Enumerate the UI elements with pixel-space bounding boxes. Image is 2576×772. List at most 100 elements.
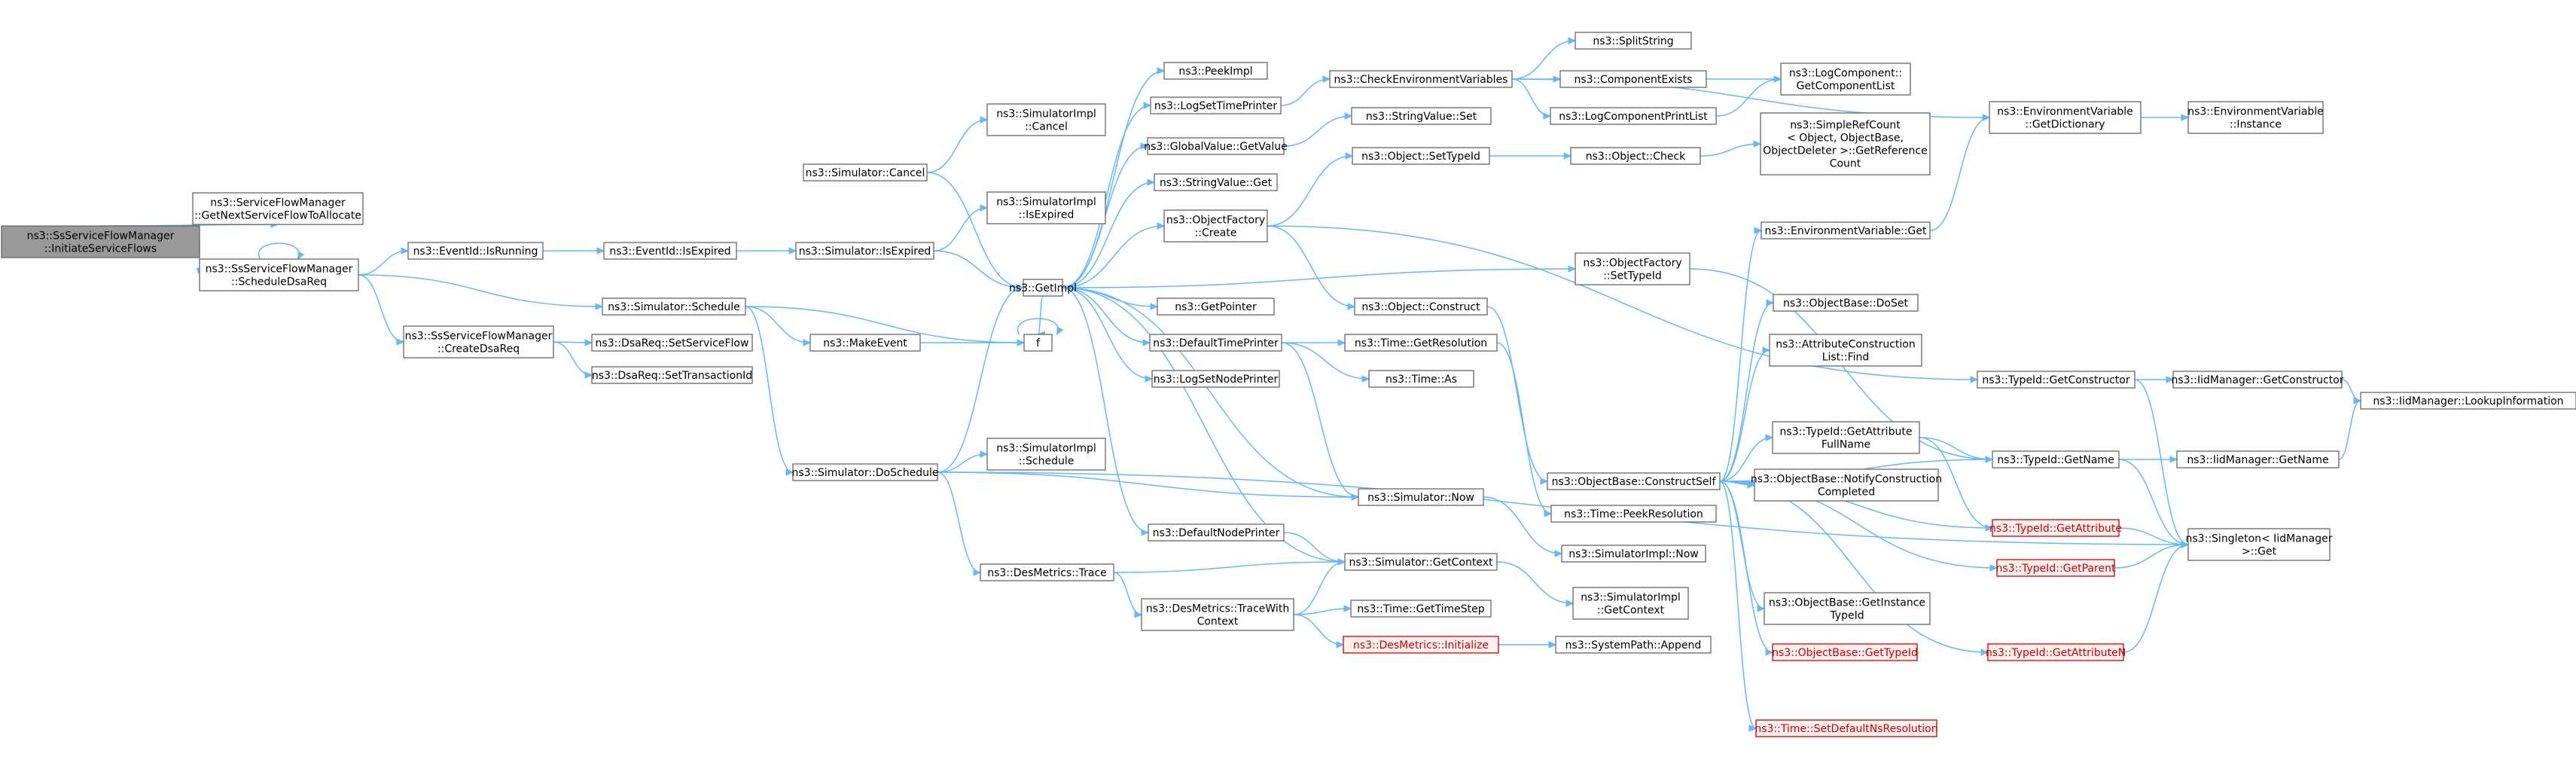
node-defnp[interactable]: ns3::DefaultNodePrinter	[1148, 523, 1285, 542]
node-box	[1769, 334, 1922, 367]
node-tidgetattr[interactable]: ns3::TypeId::GetAttribute	[1989, 519, 2122, 537]
node-desmtrace[interactable]: ns3::DesMetrics::Trace	[980, 563, 1114, 581]
node-compexists[interactable]: ns3::ComponentExists	[1559, 70, 1707, 88]
node-obgettid[interactable]: ns3::ObjectBase::GetTypeId	[1772, 643, 1918, 661]
node-evexp[interactable]: ns3::EventId::IsExpired	[603, 242, 737, 260]
node-simcancel[interactable]: ns3::Simulator::Cancel	[803, 163, 928, 182]
node-label: ns3::Time::As	[1386, 374, 1457, 386]
node-objcheck[interactable]: ns3::Object::Check	[1570, 147, 1701, 165]
node-simimplnow[interactable]: ns3::SimulatorImpl::Now	[1561, 545, 1706, 563]
node-evrun[interactable]: ns3::EventId::IsRunning	[407, 242, 544, 260]
node-settid[interactable]: ns3::DsaReq::SetTransactionId	[591, 366, 753, 384]
node-envgetdict[interactable]: ns3::EnvironmentVariable::GetDictionary	[1989, 101, 2142, 134]
edge-gvget-to-svset	[1283, 112, 1353, 147]
edge-deftp-to-simnow	[1281, 342, 1360, 501]
node-label: ns3::Object::Check	[1586, 151, 1686, 163]
node-tidgetparent[interactable]: ns3::TypeId::GetParent	[1996, 559, 2116, 577]
edge-f-to-f	[1017, 318, 1064, 336]
node-box	[1547, 472, 1721, 490]
node-objsettid[interactable]: ns3::Object::SetTypeId	[1352, 147, 1490, 165]
node-box	[1150, 96, 1282, 114]
node-envinst[interactable]: ns3::EnvironmentVariable::Instance	[2187, 101, 2324, 134]
node-timesetdnr[interactable]: ns3::Time::SetDefaultNsResolution	[1754, 719, 1938, 737]
node-logsettp[interactable]: ns3::LogSetTimePrinter	[1150, 96, 1282, 114]
node-dosched[interactable]: ns3::Simulator::DoSchedule	[792, 463, 939, 481]
node-box	[199, 258, 359, 291]
node-desminit[interactable]: ns3::DesMetrics::Initialize	[1343, 636, 1499, 654]
node-gvget[interactable]: ns3::GlobalValue::GetValue	[1144, 137, 1288, 155]
edge-tracewith-to-desminit	[1293, 614, 1345, 648]
node-label: ns3::DefaultNodePrinter	[1153, 527, 1280, 539]
edge-simcancel-to-simimplcancel	[926, 116, 989, 173]
node-simsched[interactable]: ns3::Simulator::Schedule	[602, 298, 746, 316]
node-logsetnp[interactable]: ns3::LogSetNodePrinter	[1151, 370, 1280, 388]
node-gnsfa[interactable]: ns3::ServiceFlowManager::GetNextServiceF…	[192, 192, 364, 225]
node-makeev[interactable]: ns3::MakeEvent	[809, 334, 921, 352]
node-simimplcancel[interactable]: ns3::SimulatorImpl::Cancel	[986, 103, 1106, 136]
node-timegetts[interactable]: ns3::Time::GetTimeStep	[1350, 600, 1492, 618]
edge-simnow-to-simimplnow	[1483, 496, 1563, 557]
edge-dosched-to-simimplsched	[937, 450, 989, 473]
edge-obcs-to-tidgafn	[1719, 434, 1774, 482]
node-iidgetname[interactable]: ns3::IidManager::GetName	[2176, 450, 2340, 468]
node-checkenv[interactable]: ns3::CheckEnvironmentVariables	[1329, 70, 1513, 88]
node-timegetres[interactable]: ns3::Time::GetResolution	[1344, 334, 1498, 352]
node-label: ::Create	[1195, 227, 1237, 239]
node-tidgetctor[interactable]: ns3::TypeId::GetConstructor	[1977, 371, 2135, 389]
node-label: ns3::Simulator::Schedule	[608, 301, 740, 313]
node-timepeekres[interactable]: ns3::Time::PeekResolution	[1550, 505, 1717, 523]
node-label: ns3::ObjectBase::GetTypeId	[1772, 647, 1918, 659]
node-label: ns3::MakeEvent	[823, 337, 907, 349]
node-deftp[interactable]: ns3::DefaultTimePrinter	[1149, 334, 1282, 352]
node-splitstr[interactable]: ns3::SplitString	[1575, 32, 1692, 50]
node-getimpl[interactable]: ns3::GetImpl	[1009, 279, 1077, 297]
node-tidgetattrn[interactable]: ns3::TypeId::GetAttributeN	[1986, 643, 2126, 661]
node-simnow[interactable]: ns3::Simulator::Now	[1358, 488, 1484, 506]
node-simgetctx[interactable]: ns3::Simulator::GetContext	[1344, 553, 1498, 571]
node-simimplisexp[interactable]: ns3::SimulatorImpl::IsExpired	[986, 191, 1106, 224]
node-tidgetname[interactable]: ns3::TypeId::GetName	[1992, 450, 2120, 468]
node-obncc[interactable]: ns3::ObjectBase::NotifyConstructionCompl…	[1751, 468, 1942, 502]
node-objconstruct[interactable]: ns3::Object::Construct	[1354, 298, 1488, 316]
node-label: ns3::EventId::IsExpired	[609, 246, 730, 258]
node-label: ns3::LogSetTimePrinter	[1154, 100, 1278, 112]
node-label: ObjectDeleter >::GetReference	[1763, 145, 1927, 157]
node-cdsa[interactable]: ns3::SsServiceFlowManager::CreateDsaReq	[403, 325, 554, 359]
node-box	[1987, 643, 2124, 661]
node-box	[1996, 559, 2115, 577]
node-sysappend[interactable]: ns3::SystemPath::Append	[1555, 636, 1712, 654]
node-root[interactable]: ns3::SsServiceFlowManager::InitiateServi…	[1, 225, 200, 258]
node-peekimpl[interactable]: ns3::PeekImpl	[1163, 62, 1268, 80]
node-logcpl[interactable]: ns3::LogComponentPrintList	[1550, 107, 1717, 125]
node-obcs[interactable]: ns3::ObjectBase::ConstructSelf	[1547, 472, 1721, 490]
node-simisexp[interactable]: ns3::Simulator::IsExpired	[795, 242, 934, 260]
node-simimplgetctx[interactable]: ns3::SimulatorImpl::GetContext	[1572, 587, 1689, 620]
node-iidlookup[interactable]: ns3::IidManager::LookupInformation	[2360, 392, 2576, 410]
node-ofsettid[interactable]: ns3::ObjectFactory::SetTypeId	[1575, 252, 1690, 285]
node-f[interactable]: f	[1023, 334, 1053, 352]
edge-evrun-to-evexp	[542, 247, 605, 255]
node-box	[1350, 600, 1492, 618]
edge-objcheck-to-simplerc	[1700, 140, 1762, 157]
node-timeas[interactable]: ns3::Time::As	[1368, 370, 1474, 388]
node-obdoset[interactable]: ns3::ObjectBase::DoSet	[1773, 294, 1919, 312]
node-getptr[interactable]: ns3::GetPointer	[1157, 298, 1275, 316]
node-label: ::GetNextServiceFlowToAllocate	[194, 209, 361, 221]
node-box	[1163, 62, 1268, 80]
node-envget[interactable]: ns3::EnvironmentVariable::Get	[1761, 221, 1931, 240]
node-ofcreate[interactable]: ns3::ObjectFactory::Create	[1163, 209, 1268, 243]
node-svget[interactable]: ns3::StringValue::Get	[1154, 173, 1278, 191]
node-singleton[interactable]: ns3::Singleton< IidManager>::Get	[2186, 528, 2333, 561]
node-simplerc[interactable]: ns3::SimpleRefCount< Object, ObjectBase,…	[1760, 112, 1931, 175]
node-svset[interactable]: ns3::StringValue::Set	[1351, 107, 1492, 125]
node-simimplsched[interactable]: ns3::SimulatorImpl::Schedule	[986, 438, 1106, 471]
node-iidgetctor[interactable]: ns3::IidManager::GetConstructor	[2171, 371, 2344, 389]
node-setsf[interactable]: ns3::DsaReq::SetServiceFlow	[591, 334, 753, 352]
node-label: ns3::SimulatorImpl	[996, 442, 1096, 454]
node-sdsa[interactable]: ns3::SsServiceFlowManager::ScheduleDsaRe…	[199, 258, 359, 291]
node-logcgcl[interactable]: ns3::LogComponent::GetComponentList	[1780, 63, 1911, 96]
